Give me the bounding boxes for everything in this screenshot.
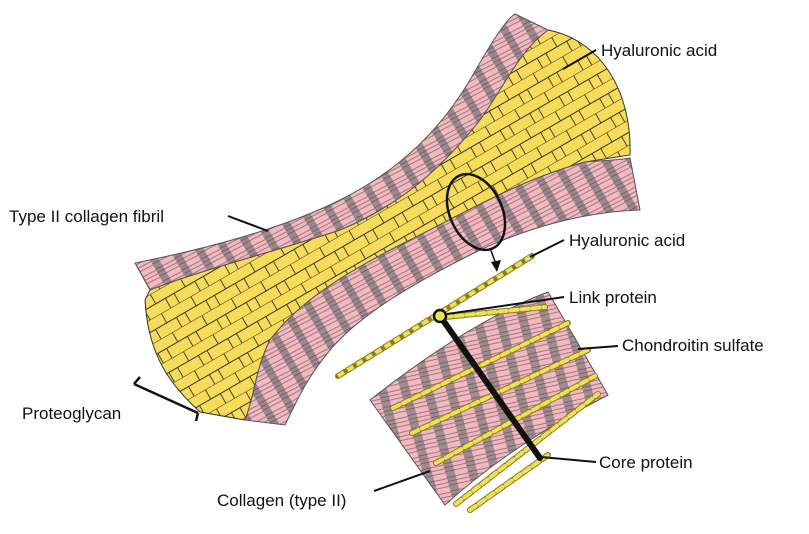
label-chondroitin-sulfate: Chondroitin sulfate — [622, 336, 764, 355]
label-proteoglycan: Proteoglycan — [22, 404, 121, 423]
label-type-ii-collagen-fibril: Type II collagen fibril — [9, 207, 164, 226]
label-collagen-type-ii: Collagen (type II) — [217, 491, 346, 510]
label-link-protein: Link protein — [569, 288, 657, 307]
label-core-protein: Core protein — [599, 453, 693, 472]
label-hyaluronic-acid-mid: Hyaluronic acid — [569, 231, 685, 250]
link-protein — [434, 310, 446, 322]
label-hyaluronic-acid-top: Hyaluronic acid — [601, 41, 717, 60]
arrow-down-icon — [490, 248, 501, 272]
